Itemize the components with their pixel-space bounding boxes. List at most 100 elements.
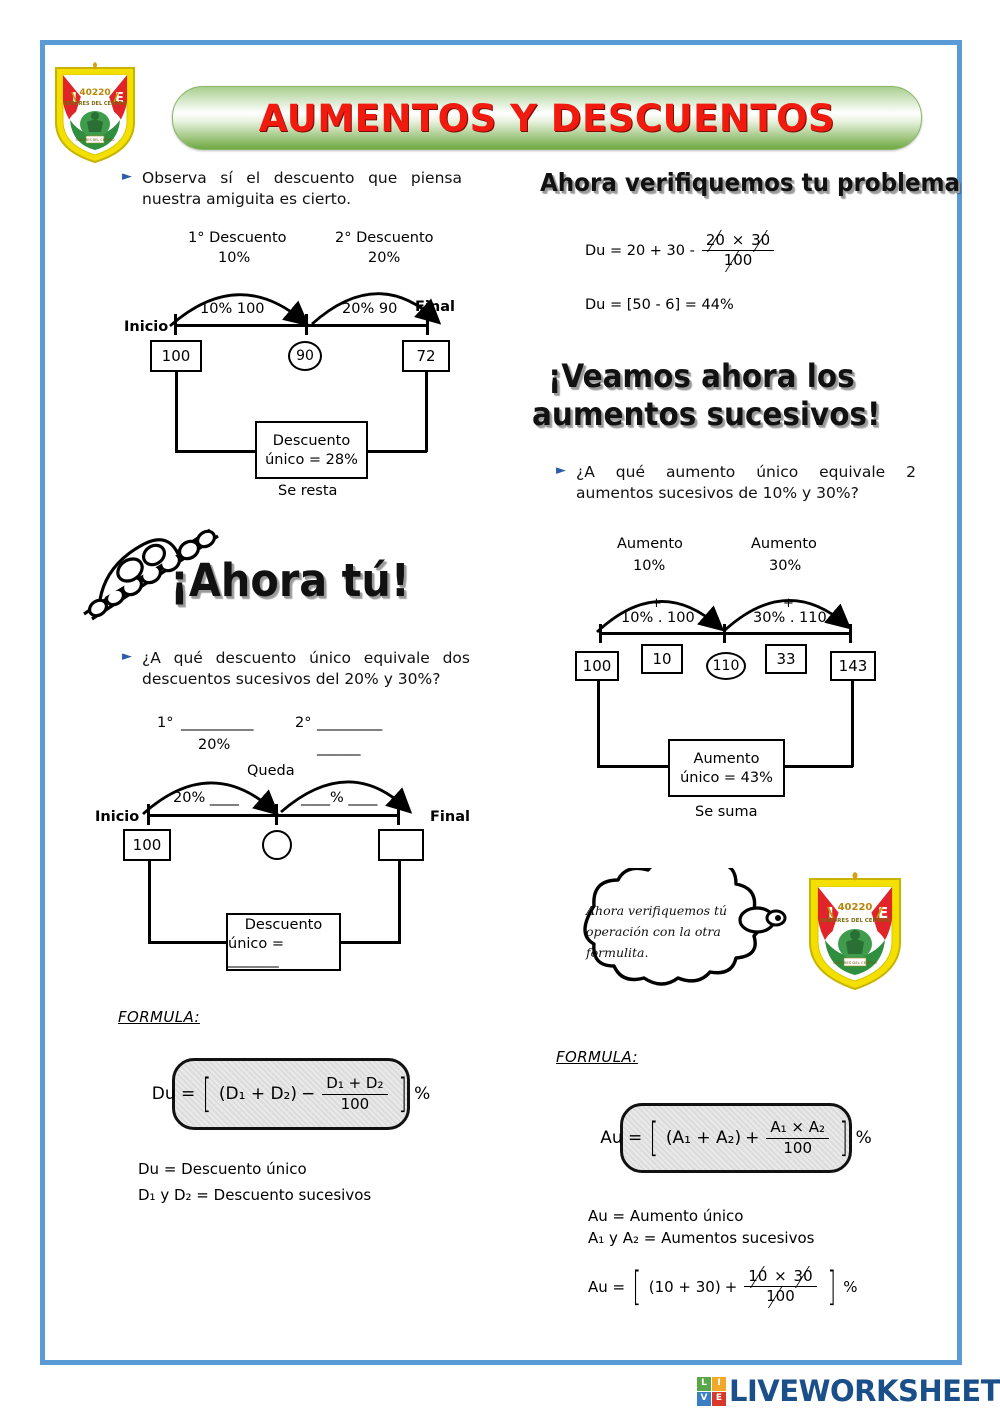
right-def-1: Au = Aumento único [588,1207,744,1225]
d2-tick-mid [275,804,278,825]
d2-step2-blank2[interactable]: ______ [317,740,361,756]
d1-arc2-label: 20% 90 [342,301,398,317]
d3-result-line1: Aumento [693,750,760,767]
d2-tick-start [147,804,150,825]
right-formula-plate: Au = [ (A₁ + A₂) + A₁ × A₂ 100 ] % [600,1103,872,1173]
d1-circle-mid: 90 [288,341,322,371]
d3-box-add2: 33 [765,644,807,674]
final-eq-num-a: 1 [748,1267,758,1285]
left-formula-num: D₁ + D₂ [322,1075,388,1095]
svg-text:SEÑORES DEL CENTRO: SEÑORES DEL CENTRO [833,960,877,965]
bracket-close-icon: ] [827,1263,836,1310]
d3-result-line2: único = 43% [680,769,773,786]
cancelled-zero-icon: 0 [803,1267,813,1285]
bracket-open-icon: [ [632,1263,642,1310]
d2-tick-end [397,804,400,825]
d1-box-end: 72 [402,340,450,372]
d1-start-label: Inicio [124,319,169,335]
right-formula-math: Au = [ (A₁ + A₂) + A₁ × A₂ 100 ] % [600,1115,872,1161]
d1-tick-start [174,314,177,335]
d2-start-label: Inicio [95,809,140,825]
svg-text:SEÑORES DEL CENTRO: SEÑORES DEL CENTRO [63,100,126,107]
left-formula-fraction: D₁ + D₂ 100 [322,1075,388,1113]
diagram-descuentos-ejercicio[interactable]: 1° __________ 20% 2° _________ ______ Qu… [95,715,485,980]
school-crest-right: I E 40220 SEÑORES DEL CENTRO SEÑORES DEL… [805,872,905,994]
cancelled-zeros-icon: 00 [775,1287,795,1306]
live-logo-icon: L I V E [697,1376,726,1406]
right-formula-operator: + [745,1128,760,1148]
d2-result-line1: Descuento [244,916,323,933]
right-formula-den: 100 [783,1138,812,1157]
d1-box-start: 100 [150,340,202,372]
d2-result-box[interactable]: Descuento único = _______ [226,913,341,971]
liveworksheets-footer[interactable]: L I V E LIVEWORKSHEETS [697,1374,1000,1408]
verify-eq1-fraction: 20 × 30 100 [701,231,775,270]
final-equation: Au = [ (10 + 30) + 10 × 30 100 ] % [588,1263,857,1310]
left-formula-group: (D₁ + D₂) [218,1084,298,1104]
d1-tick-end [426,314,429,335]
intro-bullet-text: Observa sí el descuento que piensa nuest… [142,169,462,208]
final-eq-lhs: Au = [588,1277,626,1296]
page-title: AUMENTOS Y DESCUENTOS [258,96,836,140]
final-eq-den-lead: 1 [766,1287,776,1306]
d3-result-box: Aumento único = 43% [668,739,785,797]
svg-text:E: E [878,904,888,922]
live-logo-v: V [697,1391,711,1406]
d2-result-line2[interactable]: único = _______ [228,935,285,968]
caterpillar-icon [83,528,219,621]
d1-step2-title: 2° Descuento [335,230,434,246]
d1-result-box: Descuento único = 28% [255,421,368,479]
left-formula-plate: Du = [ (D₁ + D₂) − D₁ + D₂ 100 ] % [152,1058,430,1130]
left-formula-unit: % [414,1084,431,1104]
d2-axis [147,814,399,817]
live-logo-l: L [697,1376,711,1391]
bullet-arrow-icon: ► [122,649,132,664]
d3-tick-start [599,624,602,643]
d2-connector-right [398,861,401,943]
cancelled-zero-icon: 0 [715,231,725,249]
d3-connector-bottom-left [597,765,670,768]
svg-text:SEÑORES DEL CENTRO: SEÑORES DEL CENTRO [820,917,890,924]
cancelled-zero-icon: 0 [757,1267,768,1285]
left-formula-den: 100 [340,1094,370,1113]
thought-bubble: Ahora verifiquemos tú operación con la o… [552,854,802,1010]
aumentos-bullet: ► ¿A qué aumento único equivale 2 aument… [556,462,916,504]
worksheet-title-banner: AUMENTOS Y DESCUENTOS [172,86,922,150]
right-formula-label: FORMULA: [556,1048,638,1066]
d1-connector-right [425,372,428,452]
d2-circle-mid[interactable] [262,830,292,860]
exercise-bullet-text: ¿A qué descuento único equivale dos desc… [142,649,470,688]
final-eq-fraction: 10 × 30 100 [744,1267,817,1306]
d3-arcs [596,599,852,634]
bracket-close-icon: ] [839,1115,849,1161]
verify-equation-2: Du = [50 - 6] = 44% [585,297,734,313]
cancelled-zero-icon: 0 [760,231,771,249]
d1-result-line1: Descuento [272,432,351,449]
d2-step2-blank[interactable]: _________ [317,715,383,731]
d2-arc2-label[interactable]: ____% ____ [301,790,378,806]
final-eq-den: 100 [762,1287,799,1305]
svg-text:E: E [115,91,124,106]
d1-step1-pct: 10% [218,250,251,266]
svg-text:SEÑORES DEL CENTRO: SEÑORES DEL CENTRO [75,137,114,142]
d1-step1-title: 1° Descuento [188,230,287,246]
aumentos-title-line2: aumentos sucesivos! [532,395,881,433]
d3-tick-end [849,624,852,643]
d2-box-end[interactable] [378,829,424,861]
school-crest-header: I E 40220 SEÑORES DEL CENTRO SEÑORES DEL… [52,62,138,166]
d2-end-label: Final [430,809,470,825]
d2-arc1-label[interactable]: 20% ____ [173,790,239,806]
verify-title: Ahora verifiquemos tu problema [540,168,961,197]
d3-step1-pct: 10% [633,558,666,574]
d1-footer-note: Se resta [278,483,338,499]
aumentos-title-line1: ¡Veamos ahora los [548,357,855,395]
d3-plus1: + [651,596,662,611]
ahora-tu-title: ¡Ahora tú! [170,554,410,607]
d2-step1-blank[interactable]: __________ [181,715,254,731]
d3-connector-bottom-right [783,765,853,768]
d3-box-end: 143 [830,651,876,681]
final-eq-num: 10 × 30 [744,1267,817,1288]
right-formula-group: (A₁ + A₂) [665,1128,742,1148]
verify-eq1-den-lead: 1 [723,251,734,270]
